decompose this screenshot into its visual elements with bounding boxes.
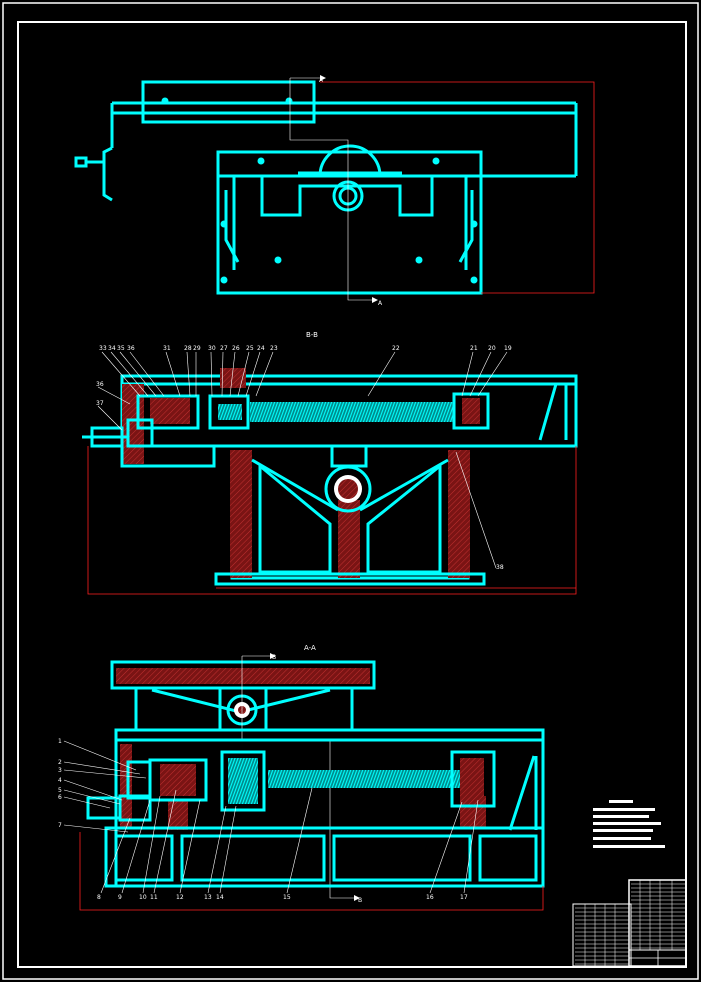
callout-25: 25	[246, 345, 254, 352]
callout-5: 5	[58, 787, 62, 794]
callout-19: 19	[504, 345, 512, 352]
callout-36: 36	[96, 381, 104, 388]
callout-36: 36	[127, 345, 135, 352]
callout-1: 1	[58, 738, 62, 745]
callout-23: 23	[270, 345, 278, 352]
section-aa-title: A-A	[304, 644, 316, 652]
callout-14: 14	[216, 894, 224, 901]
callout-30: 30	[208, 345, 216, 352]
section-aa: A-A B B	[58, 644, 545, 911]
callout-15: 15	[283, 894, 291, 901]
callout-21: 21	[470, 345, 478, 352]
callout-6: 6	[58, 794, 62, 801]
callout-20: 20	[488, 345, 496, 352]
title-block	[572, 879, 687, 967]
callout-27: 27	[220, 345, 228, 352]
callout-13: 13	[204, 894, 212, 901]
inner-border	[17, 21, 687, 968]
callout-38: 38	[496, 564, 504, 571]
callout-3: 3	[58, 767, 62, 774]
callout-26: 26	[232, 345, 240, 352]
callout-8: 8	[97, 894, 101, 901]
section-bb-title: B-B	[306, 331, 318, 339]
callout-29: 29	[193, 345, 201, 352]
callout-10: 10	[139, 894, 147, 901]
callout-24: 24	[257, 345, 265, 352]
cut-label-b-top: B	[272, 654, 276, 661]
callout-37: 37	[96, 400, 104, 407]
callout-28: 28	[184, 345, 192, 352]
callout-11: 11	[150, 894, 158, 901]
callout-7: 7	[58, 822, 62, 829]
cut-label-b-bottom: B	[358, 897, 362, 904]
cut-label-a-top: A	[319, 77, 324, 84]
callout-34: 34	[108, 345, 116, 352]
callout-2: 2	[58, 759, 62, 766]
callout-17: 17	[460, 894, 468, 901]
technical-notes	[593, 800, 665, 848]
callout-22: 22	[392, 345, 400, 352]
callout-31: 31	[163, 345, 171, 352]
callout-16: 16	[426, 894, 434, 901]
callout-12: 12	[176, 894, 184, 901]
callout-33: 33	[99, 345, 107, 352]
callout-9: 9	[118, 894, 122, 901]
top-view: A A	[74, 75, 595, 307]
cut-label-a-bottom: A	[378, 300, 383, 307]
callout-4: 4	[58, 777, 62, 784]
callout-35: 35	[117, 345, 125, 352]
